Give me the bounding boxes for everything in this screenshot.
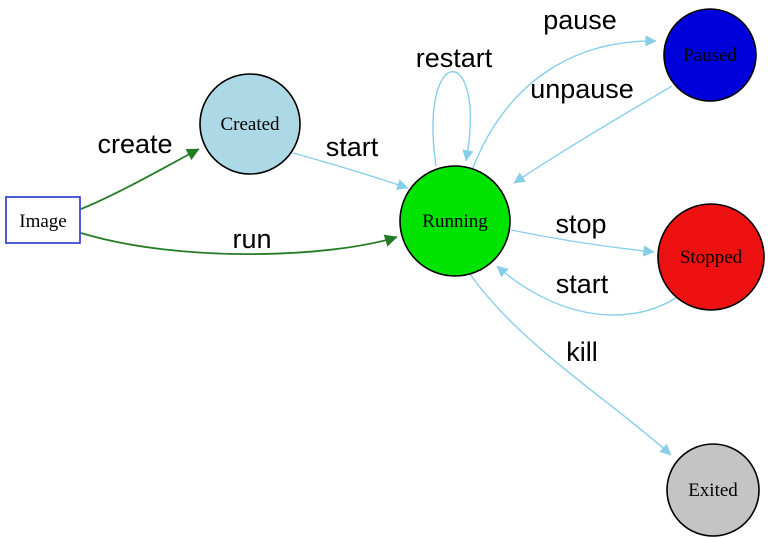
node-label-paused: Paused [683,45,737,66]
node-label-created: Created [220,114,280,135]
edge-pause [471,35,657,171]
edge-label-run: run [232,224,271,254]
edge-label-unpause: unpause [530,74,634,104]
node-image [5,196,81,244]
edge-layer [80,35,677,456]
edge-label-layer: create run start restart pause unpause s… [97,5,633,367]
edge-label-restart: restart [416,43,493,73]
node-label-image: Image [19,211,66,232]
node-created [199,73,301,175]
edge-label-create: create [97,129,172,159]
edge-start-stopped-running [496,265,677,316]
node-layer: Image Created Running Paused Stopped Exi… [5,8,765,537]
edge-create [80,148,200,210]
edge-start-created-running [292,152,409,190]
edge-label-start-created: start [326,132,379,162]
edge-run [80,232,398,256]
node-exited [666,443,760,537]
edge-kill [469,273,672,456]
node-label-stopped: Stopped [680,247,743,268]
node-paused [663,8,757,102]
edge-stop [510,229,655,257]
edge-label-start-stopped: start [556,269,609,299]
edge-label-pause: pause [543,5,617,35]
edge-unpause [513,85,673,184]
node-running [399,165,511,277]
edge-label-stop: stop [555,209,606,239]
edge-label-kill: kill [566,337,598,367]
node-label-running: Running [422,211,488,232]
node-label-exited: Exited [688,480,738,501]
edge-restart-self-loop [432,70,474,167]
node-stopped [657,203,765,311]
